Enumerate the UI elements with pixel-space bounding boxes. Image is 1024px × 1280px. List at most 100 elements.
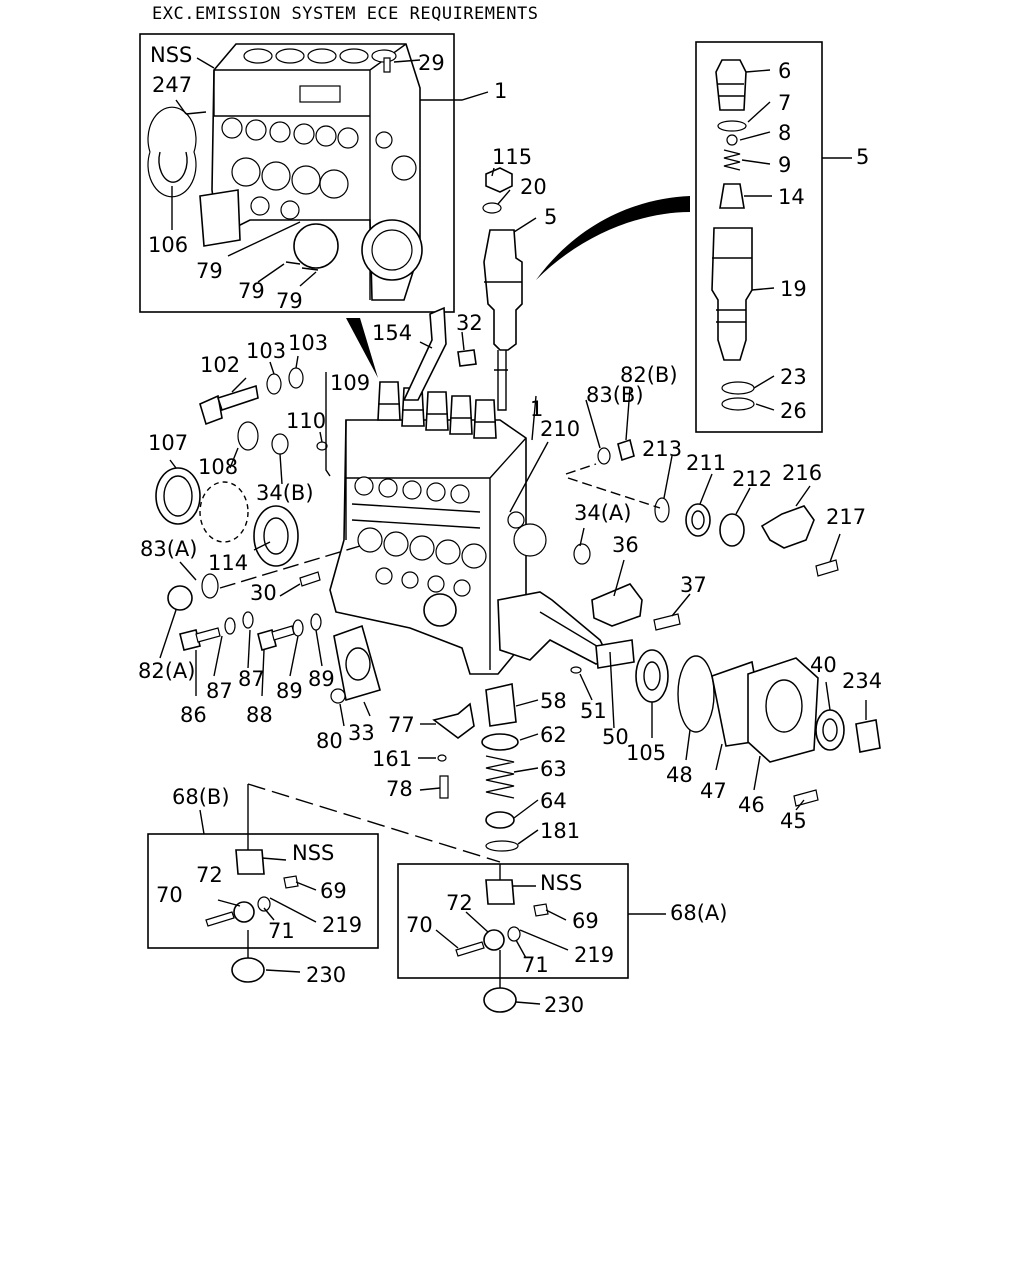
label-19: 19 (780, 277, 807, 301)
label-230a: 230 (544, 993, 584, 1017)
label-37: 37 (680, 573, 707, 597)
label-102: 102 (200, 353, 240, 377)
label-79a: 79 (196, 259, 223, 283)
label-nss-b: NSS (292, 841, 334, 865)
inset-box-68a (397, 863, 629, 979)
label-71a: 71 (522, 953, 549, 977)
label-108: 108 (198, 455, 238, 479)
label-107: 107 (148, 431, 188, 455)
label-71b: 71 (268, 919, 295, 943)
label-51: 51 (580, 699, 607, 723)
label-58: 58 (540, 689, 567, 713)
label-213: 213 (642, 437, 682, 461)
label-34a: 34(A) (574, 501, 631, 525)
label-1-top: 1 (494, 79, 507, 103)
label-69b: 69 (320, 879, 347, 903)
label-69a: 69 (572, 909, 599, 933)
label-7: 7 (778, 91, 791, 115)
label-103b: 103 (288, 331, 328, 355)
label-234: 234 (842, 669, 882, 693)
label-nss-a: NSS (540, 871, 582, 895)
label-212: 212 (732, 467, 772, 491)
label-1-mid: 1 (530, 397, 543, 421)
inset-box-delivery-valve (695, 41, 823, 433)
callout-arrow-housing (346, 318, 378, 378)
label-83a: 83(A) (140, 537, 197, 561)
label-33: 33 (348, 721, 375, 745)
label-230b: 230 (306, 963, 346, 987)
label-154: 154 (372, 321, 412, 345)
injection-pump-body (329, 381, 612, 675)
label-70b: 70 (156, 883, 183, 907)
label-20: 20 (520, 175, 547, 199)
label-36: 36 (612, 533, 639, 557)
label-9: 9 (778, 153, 791, 177)
label-23: 23 (780, 365, 807, 389)
label-68b: 68(B) (172, 785, 230, 809)
inset-box-68b (147, 833, 379, 949)
label-50: 50 (602, 725, 629, 749)
label-217: 217 (826, 505, 866, 529)
label-79b: 79 (238, 279, 265, 303)
label-210: 210 (540, 417, 580, 441)
callout-arrow-delivery-valve (536, 196, 690, 280)
label-216: 216 (782, 461, 822, 485)
diagram-title: EXC.EMISSION SYSTEM ECE REQUIREMENTS (152, 4, 539, 24)
label-89a: 89 (276, 679, 303, 703)
label-46: 46 (738, 793, 765, 817)
label-nss-main: NSS (150, 43, 192, 67)
label-82a: 82(A) (138, 659, 195, 683)
label-83b: 83(B) (586, 383, 644, 407)
label-82b: 82(B) (620, 363, 678, 387)
label-72b: 72 (196, 863, 223, 887)
delivery-valve-drawing (711, 59, 755, 411)
label-106: 106 (148, 233, 188, 257)
label-6: 6 (778, 59, 791, 83)
label-62: 62 (540, 723, 567, 747)
inset-box-pump-housing (139, 33, 455, 313)
housing-side-bores (221, 117, 359, 220)
label-86: 86 (180, 703, 207, 727)
label-88: 88 (246, 703, 273, 727)
label-110: 110 (286, 409, 326, 433)
leader-lines (159, 57, 867, 1005)
label-30: 30 (250, 581, 277, 605)
label-68a: 68(A) (670, 901, 727, 925)
label-115: 115 (492, 145, 532, 169)
label-161: 161 (372, 747, 412, 771)
label-109: 109 (330, 371, 370, 395)
label-47: 47 (700, 779, 727, 803)
parts-misc (155, 167, 881, 1013)
pump-housing-drawing (147, 43, 423, 301)
label-79c: 79 (276, 289, 303, 313)
label-181: 181 (540, 819, 580, 843)
label-72a: 72 (446, 891, 473, 915)
label-14: 14 (778, 185, 805, 209)
label-40: 40 (810, 653, 837, 677)
part-labels: NSS 29 1 247 106 79 79 79 6 7 8 9 14 19 … (138, 43, 882, 1017)
label-63: 63 (540, 757, 567, 781)
label-78: 78 (386, 777, 413, 801)
label-211: 211 (686, 451, 726, 475)
label-87b: 87 (238, 667, 265, 691)
label-26: 26 (780, 399, 807, 423)
label-247: 247 (152, 73, 192, 97)
label-70a: 70 (406, 913, 433, 937)
housing-top-bores (243, 48, 397, 64)
label-219a: 219 (574, 943, 614, 967)
label-32: 32 (456, 311, 483, 335)
label-105: 105 (626, 741, 666, 765)
label-87a: 87 (206, 679, 233, 703)
label-103a: 103 (246, 339, 286, 363)
label-219b: 219 (322, 913, 362, 937)
label-8: 8 (778, 121, 791, 145)
label-29: 29 (418, 51, 445, 75)
label-5-mid: 5 (544, 205, 557, 229)
label-77: 77 (388, 713, 415, 737)
label-48: 48 (666, 763, 693, 787)
label-34b: 34(B) (256, 481, 314, 505)
label-89b: 89 (308, 667, 335, 691)
label-5-right: 5 (856, 145, 869, 169)
label-80: 80 (316, 729, 343, 753)
